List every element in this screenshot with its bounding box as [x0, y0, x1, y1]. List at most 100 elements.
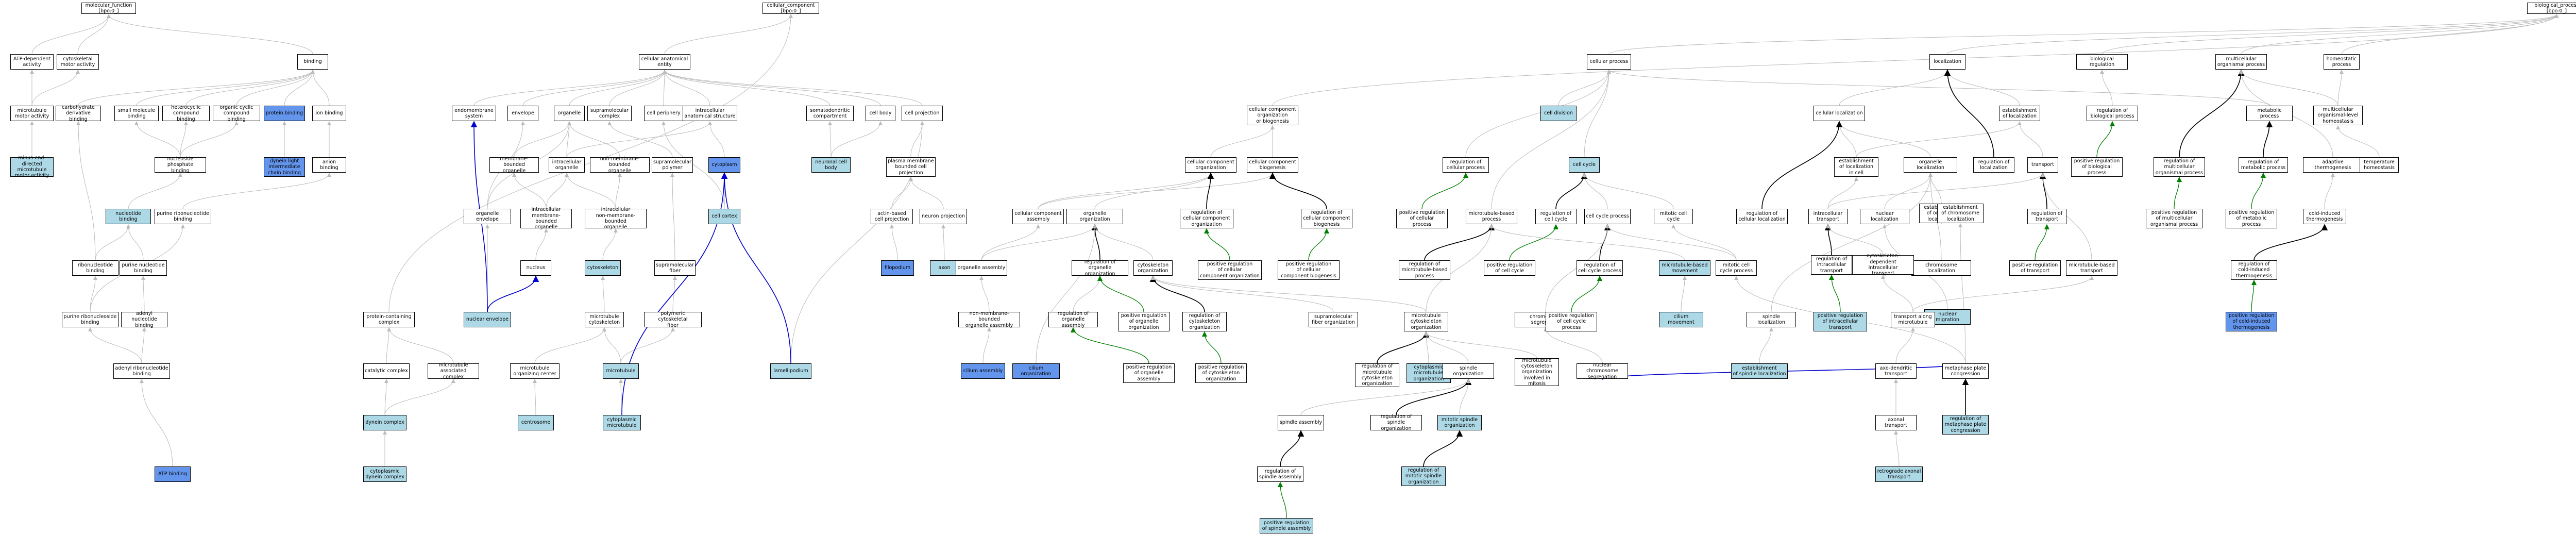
term-node[interactable]: establishment of localization — [1999, 106, 2040, 121]
term-node[interactable]: regulation of intracellular transport — [1811, 255, 1852, 275]
term-node[interactable]: organic cyclic compound binding — [213, 105, 260, 122]
term-node[interactable]: dynein light intermediate chain binding — [264, 157, 305, 177]
term-node[interactable]: purine ribonucleoside binding — [62, 312, 118, 327]
term-node[interactable]: metaphase plate congression — [1942, 363, 1989, 379]
term-node[interactable]: cellular component biogenesis — [1247, 157, 1298, 173]
term-node[interactable]: minus-end-directed microtubule motor act… — [10, 155, 54, 178]
term-node[interactable]: organelle assembly — [956, 260, 1007, 276]
term-node[interactable]: cellular_component [bpo:0_] — [762, 3, 819, 14]
term-node[interactable]: positive regulation of transport — [2009, 260, 2061, 276]
term-node[interactable]: spindle organization — [1443, 363, 1494, 379]
term-node[interactable]: ribonucleotide binding — [72, 260, 118, 276]
term-node[interactable]: positive regulation of cellular componen… — [1278, 260, 1340, 280]
term-node[interactable]: nuclear envelope — [464, 312, 511, 327]
term-node[interactable]: regulation of cellular process — [1443, 157, 1489, 173]
term-node[interactable]: cellular localization — [1814, 106, 1865, 121]
term-node[interactable]: protein-containing complex — [363, 312, 415, 327]
term-node[interactable]: cell cortex — [708, 209, 740, 224]
term-node[interactable]: cell periphery — [644, 106, 683, 121]
term-node[interactable]: microtubule-based movement — [1659, 260, 1710, 276]
term-node[interactable]: microtubule associated complex — [428, 362, 479, 380]
term-node[interactable]: cilium movement — [1659, 312, 1703, 327]
term-node[interactable]: cytoplasmic microtubule — [603, 415, 641, 430]
term-node[interactable]: heterocyclic compound binding — [162, 105, 210, 122]
term-node[interactable]: cold-induced thermogenesis — [2303, 209, 2346, 224]
term-node[interactable]: positive regulation of organelle assembl… — [1123, 363, 1175, 383]
term-node[interactable]: catalytic complex — [363, 363, 410, 379]
term-node[interactable]: small molecule binding — [114, 106, 159, 121]
term-node[interactable]: regulation of spindle assembly — [1257, 466, 1303, 482]
term-node[interactable]: supramolecular polymer — [652, 157, 693, 173]
term-node[interactable]: regulation of localization — [1973, 157, 2014, 173]
term-node[interactable]: biological_process [bpo:0_] — [2527, 3, 2576, 14]
term-node[interactable]: adaptive thermogenesis — [2303, 157, 2363, 173]
term-node[interactable]: dynein complex — [363, 415, 406, 430]
term-node[interactable]: regulation of multicellular organismal p… — [2154, 157, 2205, 177]
term-node[interactable]: positive regulation of cellular process — [1396, 209, 1448, 228]
term-node[interactable]: establishment of chromosome localization — [1937, 204, 1984, 223]
term-node[interactable]: cytoskeleton organization — [1133, 260, 1173, 276]
term-node[interactable]: cytoplasmic dynein complex — [363, 466, 406, 482]
term-node[interactable]: establishment of spindle localization — [1731, 363, 1788, 379]
term-node[interactable]: regulation of cell cycle — [1535, 209, 1577, 224]
term-node[interactable]: regulation of spindle organization — [1370, 414, 1422, 431]
term-node[interactable]: cell cycle process — [1584, 209, 1631, 224]
term-node[interactable]: temperature homeostasis — [2360, 157, 2399, 173]
term-node[interactable]: cellular process — [1587, 54, 1631, 70]
term-node[interactable]: carbohydrate derivative binding — [56, 105, 101, 122]
term-node[interactable]: metabolic process — [2246, 106, 2293, 121]
term-node[interactable]: regulation of cold-induced thermogenesis — [2231, 260, 2277, 280]
term-node[interactable]: organelle organization — [1066, 209, 1123, 224]
term-node[interactable]: positive regulation of metabolic process — [2226, 209, 2277, 228]
term-node[interactable]: cilium assembly — [961, 363, 1005, 379]
term-node[interactable]: adenyl ribonucleotide binding — [113, 363, 170, 379]
term-node[interactable]: positive regulation of organelle organiz… — [1118, 312, 1170, 331]
term-node[interactable]: regulation of transport — [2027, 209, 2066, 224]
term-node[interactable]: microtubule organizing center — [510, 363, 560, 379]
term-node[interactable]: organelle — [554, 106, 585, 121]
term-node[interactable]: retrograde axonal transport — [1875, 466, 1923, 482]
term-node[interactable]: protein binding — [264, 106, 305, 121]
term-node[interactable]: cell division — [1540, 106, 1577, 121]
term-node[interactable]: microtubule-based transport — [2066, 260, 2117, 276]
term-node[interactable]: homeostatic process — [2324, 54, 2360, 70]
term-node[interactable]: positive regulation of multicellular org… — [2146, 209, 2202, 228]
term-node[interactable]: axonal transport — [1875, 415, 1917, 430]
term-node[interactable]: mitotic spindle organization — [1437, 415, 1482, 430]
term-node[interactable]: nucleoside phosphate binding — [155, 156, 206, 174]
term-node[interactable]: intracellular membrane-bounded organelle — [520, 207, 572, 230]
term-node[interactable]: nuclear chromosome segregation — [1577, 362, 1628, 380]
term-node[interactable]: regulation of mitotic spindle organizati… — [1401, 466, 1446, 486]
term-node[interactable]: positive regulation of cytoskeleton orga… — [1195, 363, 1247, 383]
term-node[interactable]: actin-based cell projection — [871, 209, 913, 224]
term-node[interactable]: purine ribonucleotide binding — [155, 209, 211, 224]
term-node[interactable]: microtubule — [603, 363, 639, 379]
term-node[interactable]: regulation of cellular component organiz… — [1180, 209, 1233, 228]
term-node[interactable]: positive regulation of cell cycle — [1484, 260, 1535, 276]
term-node[interactable]: cytoskeleton-dependent intracellular tra… — [1852, 253, 1914, 276]
term-node[interactable]: non-membrane-bounded organelle assembly — [958, 311, 1020, 328]
term-node[interactable]: intracellular anatomical structure — [683, 106, 737, 121]
term-node[interactable]: cell cycle — [1569, 157, 1600, 173]
term-node[interactable]: membrane-bounded organelle — [489, 156, 539, 174]
term-node[interactable]: endomembrane system — [452, 106, 496, 121]
term-node[interactable]: microtubule cytoskeleton organization — [1404, 312, 1448, 331]
term-node[interactable]: cellular component organization — [1185, 157, 1236, 173]
term-node[interactable]: cellular component organization or bioge… — [1247, 106, 1298, 125]
term-node[interactable]: positive regulation of intracellular tra… — [1814, 312, 1867, 331]
term-node[interactable]: cellular component assembly — [1012, 209, 1064, 224]
term-node[interactable]: envelope — [507, 106, 538, 121]
term-node[interactable]: regulation of microtubule cytoskeleton o… — [1355, 363, 1399, 387]
term-node[interactable]: regulation of biological process — [2087, 106, 2138, 121]
term-node[interactable]: cell projection — [902, 106, 943, 121]
term-node[interactable]: cytoskeletal motor activity — [57, 54, 99, 70]
term-node[interactable]: molecular_function [bpo:0_] — [81, 3, 136, 14]
term-node[interactable]: positive regulation of biological proces… — [2071, 157, 2123, 177]
term-node[interactable]: positive regulation of cellular componen… — [1198, 260, 1262, 280]
term-node[interactable]: transport — [2027, 157, 2058, 173]
term-node[interactable]: adenyl nucleotide binding — [121, 311, 167, 328]
term-node[interactable]: lamellipodium — [770, 363, 811, 379]
term-node[interactable]: chromosome localization — [1911, 260, 1971, 276]
term-node[interactable]: purine nucleotide binding — [120, 260, 167, 276]
term-node[interactable]: mitotic cell cycle process — [1716, 260, 1757, 276]
